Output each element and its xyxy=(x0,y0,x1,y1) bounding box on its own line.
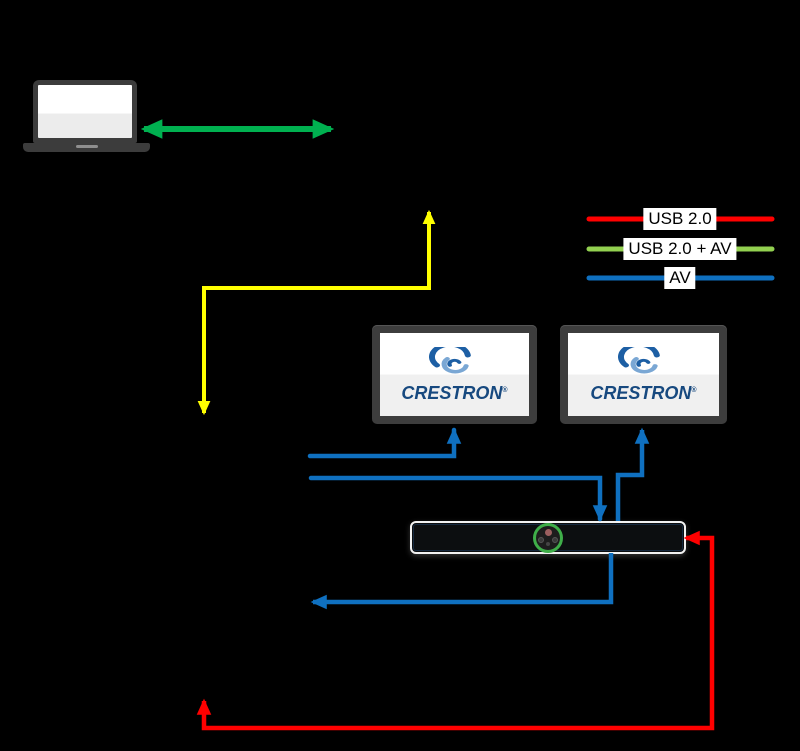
content-share-link xyxy=(197,209,436,416)
crestron-wordmark: CRESTRON® xyxy=(590,384,696,402)
crestron-logo: CRESTRON® xyxy=(590,347,697,402)
legend-label-usb2-av: USB 2.0 + AV xyxy=(623,238,737,260)
laptop-icon xyxy=(23,80,150,157)
crestron-display-right: CRESTRON® xyxy=(560,325,727,424)
registered-mark: ® xyxy=(502,387,508,394)
brand-text: CRESTRON xyxy=(590,383,692,403)
laptop-screen-glass xyxy=(38,85,132,138)
legend-label-usb2: USB 2.0 xyxy=(643,208,717,230)
av-into-left-display xyxy=(307,427,462,459)
laptop-screen xyxy=(33,80,137,143)
laptop-notch xyxy=(76,145,98,148)
video-bar-av-out xyxy=(310,553,614,610)
video-bar-to-right-display xyxy=(615,427,650,521)
display-screen: CRESTRON® xyxy=(568,333,719,416)
av-usb-into-video-bar xyxy=(308,475,608,522)
registered-mark: ® xyxy=(691,387,697,394)
laptop-base xyxy=(23,143,150,152)
usb-return-loop xyxy=(196,530,715,731)
crestron-swirl-icon xyxy=(617,347,660,374)
legend-label-av: AV xyxy=(664,267,696,289)
